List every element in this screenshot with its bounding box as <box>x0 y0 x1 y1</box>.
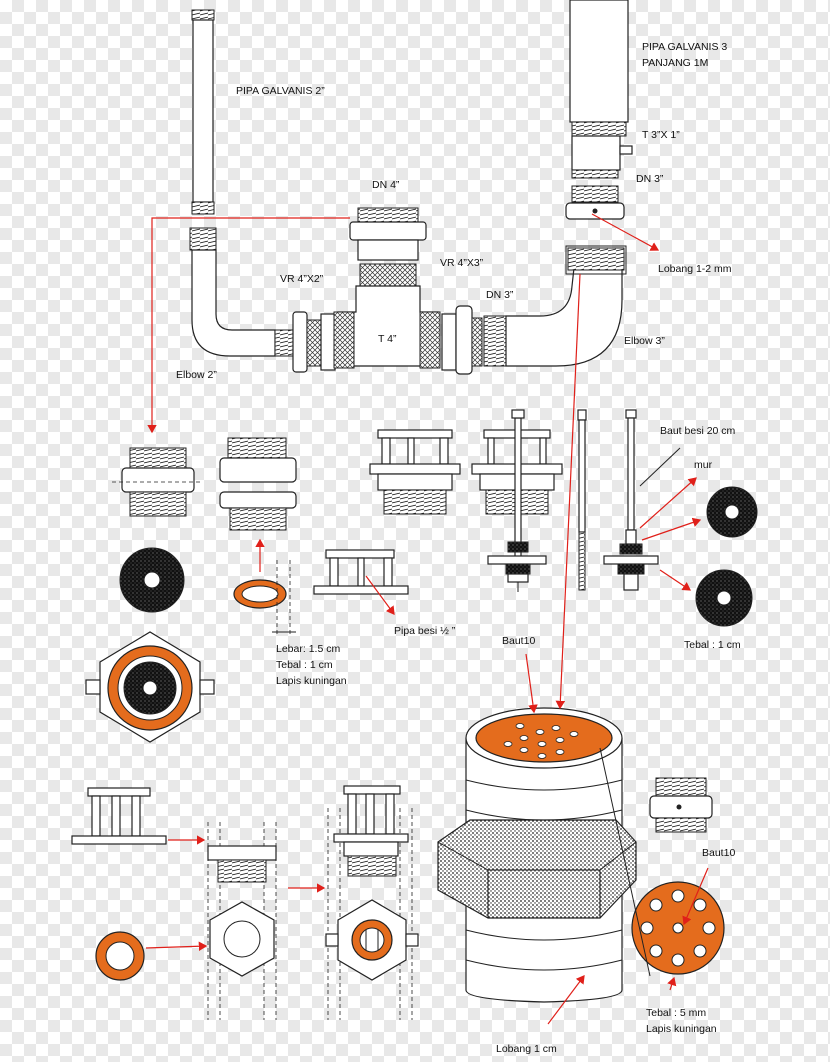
galvanized-pipe-3in <box>565 0 633 220</box>
label-tebal-1cm-left: Tebal : 1 cm <box>276 659 333 671</box>
label-lobang-1-2mm: Lobang 1-2 mm <box>658 263 732 275</box>
label-tebal-5mm: Tebal : 5 mm <box>646 1007 706 1019</box>
orange-ring-large <box>95 931 145 981</box>
coupling-assembled <box>325 785 419 1020</box>
small-coupling-right <box>649 777 713 833</box>
gasket-disc-left <box>119 547 185 613</box>
iron-bolt-20cm <box>603 409 659 591</box>
hex-nut-top-view <box>85 631 215 743</box>
label-t-3x1: T 3”X 1” <box>642 129 680 141</box>
label-panjang-1m: PANJANG 1M <box>642 57 708 69</box>
label-elbow-2: Elbow 2” <box>176 369 217 381</box>
label-lapis-kuningan-left: Lapis kuningan <box>276 675 347 687</box>
label-baut-besi-20cm: Baut besi 20 cm <box>660 425 736 437</box>
elbow-2in <box>189 227 294 357</box>
reducer-4x3 <box>441 305 483 375</box>
label-dn-3-top: DN 3” <box>636 173 664 185</box>
coupling-exploded-1 <box>207 822 277 1020</box>
label-lapis-kuningan-right: Lapis kuningan <box>646 1023 717 1035</box>
label-pipa-galvanis-2: PIPA GALVANIS 2” <box>236 85 325 97</box>
nipple-exploded <box>219 437 297 531</box>
label-vr-4x2: VR 4”X2” <box>280 273 324 285</box>
big-cylinder-assembly <box>437 707 637 1003</box>
rubber-washer-top <box>706 486 758 538</box>
label-pipa-galvanis-3: PIPA GALVANIS 3 <box>642 41 727 53</box>
perforated-plate <box>631 881 725 975</box>
threaded-rod <box>577 409 587 591</box>
label-lobang-1cm: Lobang 1 cm <box>496 1043 557 1055</box>
label-t-4: T 4” <box>378 333 397 345</box>
label-dn-3-mid: DN 3” <box>486 289 514 301</box>
rubber-washer-bottom <box>695 569 753 627</box>
reducer-4x2 <box>292 311 336 373</box>
elbow-3in <box>483 247 625 367</box>
orange-ring-small <box>233 579 287 609</box>
annotation-arrows <box>145 213 709 1025</box>
galvanized-pipe-2in <box>191 9 215 215</box>
label-pipa-besi: Pipa besi ½ ” <box>394 625 456 637</box>
label-dn-4: DN 4” <box>372 179 400 191</box>
label-vr-4x3: VR 4”X3” <box>440 257 484 269</box>
tee-4in <box>333 207 441 369</box>
label-lebar: Lebar: 1.5 cm <box>276 643 340 655</box>
plug-frame-2-with-bolt <box>471 409 563 592</box>
label-tebal-1cm-right: Tebal : 1 cm <box>684 639 741 651</box>
label-baut10-right: Baut10 <box>702 847 735 859</box>
nipple-left <box>112 447 202 517</box>
label-mur: mur <box>694 459 713 471</box>
pipe-cage-left <box>71 787 167 845</box>
label-elbow-3: Elbow 3” <box>624 335 665 347</box>
half-inch-pipe-frame <box>313 549 409 595</box>
plug-frame-1 <box>369 429 461 515</box>
label-baut10-top: Baut10 <box>502 635 535 647</box>
